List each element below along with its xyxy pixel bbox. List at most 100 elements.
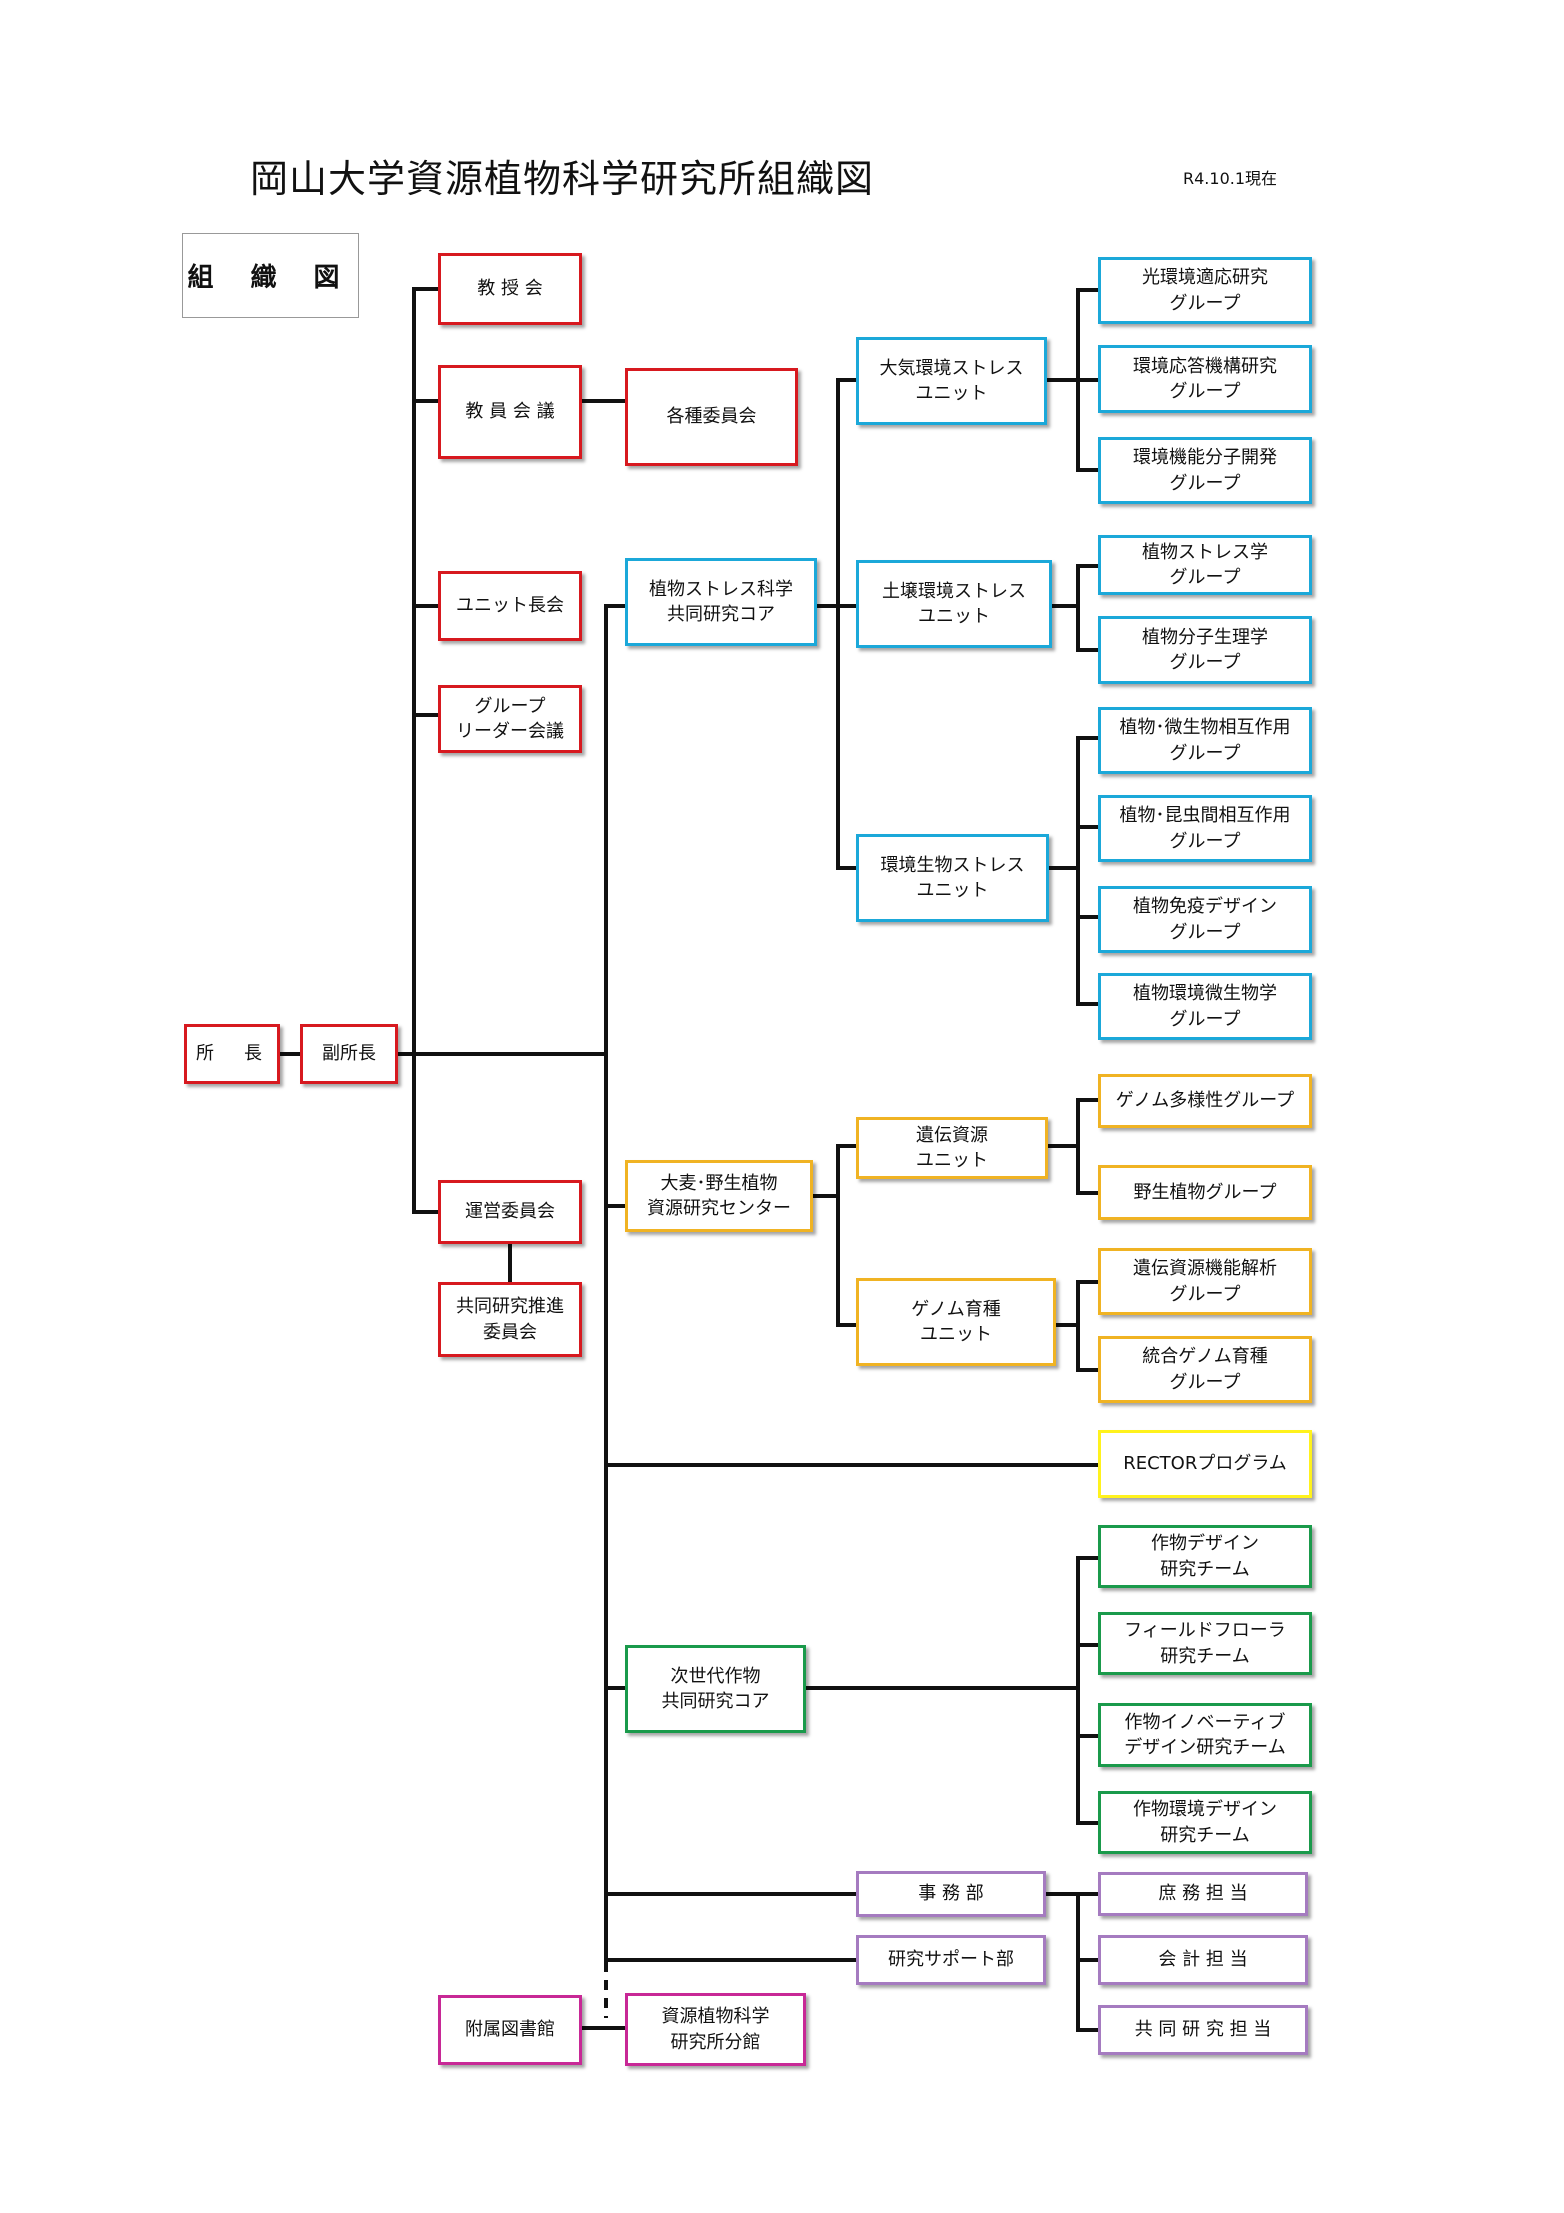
joint-research-promotion-box: 共同研究推進 委員会 [438, 1282, 582, 1357]
node-label: 野生植物グループ [1133, 1181, 1277, 1203]
plant-stress-core-box: 植物ストレス科学 共同研究コア [625, 558, 817, 646]
node-label: 各種委員会 [666, 406, 757, 428]
node-label: 所 長 [196, 1043, 268, 1065]
page-title: 岡山大学資源植物科学研究所組織図 [250, 157, 875, 201]
node-label: 資源植物科学 [661, 2006, 770, 2028]
node-label: 大麦･野生植物 [660, 1172, 778, 1194]
genetic-function-group-box: 遺伝資源機能解析 グループ [1098, 1248, 1312, 1315]
light-adaptation-group-box: 光環境適応研究 グループ [1098, 257, 1312, 324]
node-label: グループ [1169, 381, 1241, 402]
node-label: 庶 務 担 当 [1158, 1883, 1248, 1905]
node-label: 植物免疫デザイン [1133, 896, 1277, 918]
field-flora-team-box: フィールドフローラ 研究チーム [1098, 1612, 1312, 1675]
node-label: 植物分子生理学 [1142, 626, 1268, 648]
node-label: 植物ストレス学 [1142, 541, 1268, 563]
accounting-box: 会 計 担 当 [1098, 1935, 1308, 1985]
node-label: フィールドフローラ [1124, 1620, 1286, 1642]
node-label: ユニット [916, 1150, 988, 1171]
node-label: 作物環境デザイン [1133, 1799, 1277, 1821]
node-label: グループ [1169, 1008, 1241, 1030]
atmospheric-stress-unit-box: 大気環境ストレス ユニット [856, 337, 1047, 425]
node-label: 資源研究センター [647, 1198, 791, 1219]
crop-environment-team-box: 作物環境デザイン 研究チーム [1098, 1791, 1312, 1854]
node-label: 環境生物ストレス [880, 854, 1025, 876]
as-of-date: R4.10.1現在 [1183, 169, 1278, 188]
node-label: 統合ゲノム育種 [1142, 1346, 1268, 1368]
next-gen-crop-core-box: 次世代作物 共同研究コア [625, 1645, 806, 1733]
node-label: 環境機能分子開発 [1133, 447, 1277, 469]
plant-stress-group-box: 植物ストレス学 グループ [1098, 535, 1312, 595]
node-label: 共同研究コア [661, 1691, 770, 1712]
administration-office-box: 事 務 部 [856, 1871, 1046, 1917]
node-label: 土壌環境ストレス [882, 580, 1026, 602]
crop-design-team-box: 作物デザイン 研究チーム [1098, 1525, 1312, 1588]
microbe-interaction-group-box: 植物･微生物相互作用 グループ [1098, 707, 1312, 774]
environmental-microbiology-group-box: 植物環境微生物学 グループ [1098, 973, 1312, 1040]
faculty-meeting-box: 教 員 会 議 [438, 365, 582, 459]
node-label: グループ [1169, 292, 1241, 314]
node-label: グループ [1169, 921, 1241, 943]
node-label: ユニット [915, 383, 988, 404]
node-label: 委員会 [483, 1321, 537, 1343]
node-label: グループ [1169, 830, 1241, 852]
node-label: 共 同 研 究 担 当 [1134, 2019, 1272, 2041]
bio-stress-unit-box: 環境生物ストレス ユニット [856, 834, 1049, 922]
node-label: リーダー会議 [456, 721, 564, 742]
node-label: 植物･昆虫間相互作用 [1119, 805, 1291, 827]
node-label: ユニット [916, 880, 989, 901]
node-label: グループ [1169, 1371, 1241, 1393]
response-mechanism-group-box: 環境応答機構研究 グループ [1098, 345, 1312, 413]
immune-design-group-box: 植物免疫デザイン グループ [1098, 886, 1312, 953]
node-label: ユニット [918, 606, 990, 627]
node-label: 研究所分館 [670, 2031, 761, 2053]
node-label: 研究チーム [1160, 1645, 1250, 1667]
node-label: 附属図書館 [465, 2019, 555, 2041]
node-label: 遺伝資源 [916, 1124, 988, 1146]
research-support-box: 研究サポート部 [856, 1935, 1046, 1985]
node-label: 研究サポート部 [888, 1949, 1014, 1971]
node-label: ユニット [920, 1324, 992, 1345]
general-affairs-box: 庶 務 担 当 [1098, 1872, 1308, 1916]
node-label: 教 授 会 [477, 278, 543, 300]
node-label: 研究チーム [1160, 1824, 1250, 1846]
branch-library-box: 資源植物科学 研究所分館 [625, 1993, 806, 2066]
wild-plant-group-box: 野生植物グループ [1098, 1165, 1312, 1220]
node-label: 作物デザイン [1151, 1533, 1259, 1555]
node-label: 共同研究コア [667, 604, 775, 625]
node-label: グループ [1169, 1283, 1241, 1305]
node-label: 次世代作物 [670, 1665, 761, 1687]
functional-molecule-group-box: 環境機能分子開発 グループ [1098, 437, 1312, 504]
node-label: 大気環境ストレス [879, 357, 1024, 379]
barley-center-box: 大麦･野生植物 資源研究センター [625, 1160, 813, 1232]
node-label: 運営委員会 [465, 1201, 555, 1223]
integrated-breeding-group-box: 統合ゲノム育種 グループ [1098, 1336, 1312, 1403]
university-library-box: 附属図書館 [438, 1995, 582, 2065]
node-label: グループ [474, 695, 546, 717]
molecular-physiology-group-box: 植物分子生理学 グループ [1098, 616, 1312, 684]
node-label: 光環境適応研究 [1142, 267, 1268, 289]
insect-interaction-group-box: 植物･昆虫間相互作用 グループ [1098, 795, 1312, 862]
node-label: グループ [1169, 567, 1241, 588]
innovative-design-team-box: 作物イノベーティブ デザイン研究チーム [1098, 1703, 1312, 1767]
steering-committee-box: 運営委員会 [438, 1180, 582, 1244]
node-label: ゲノム育種 [911, 1298, 1001, 1320]
genetic-resources-unit-box: 遺伝資源 ユニット [856, 1117, 1048, 1179]
node-label: デザイン研究チーム [1124, 1737, 1286, 1758]
node-label: 研究チーム [1160, 1558, 1250, 1580]
node-label: 植物･微生物相互作用 [1119, 717, 1291, 739]
node-label: 副所長 [322, 1043, 376, 1065]
node-label: 会 計 担 当 [1158, 1949, 1248, 1971]
genome-diversity-group-box: ゲノム多様性グループ [1098, 1074, 1312, 1128]
node-label: 作物イノベーティブ [1124, 1711, 1286, 1733]
node-label: 植物ストレス科学 [649, 578, 793, 600]
node-label: 事 務 部 [918, 1883, 984, 1905]
node-label: グループ [1169, 652, 1241, 673]
soil-stress-unit-box: 土壌環境ストレス ユニット [856, 560, 1052, 648]
committees-box: 各種委員会 [625, 368, 798, 466]
node-label: 教 員 会 議 [465, 401, 555, 423]
node-label: グループ [1169, 742, 1241, 764]
professors-meeting-box: 教 授 会 [438, 253, 582, 325]
node-label: 環境応答機構研究 [1133, 355, 1277, 377]
